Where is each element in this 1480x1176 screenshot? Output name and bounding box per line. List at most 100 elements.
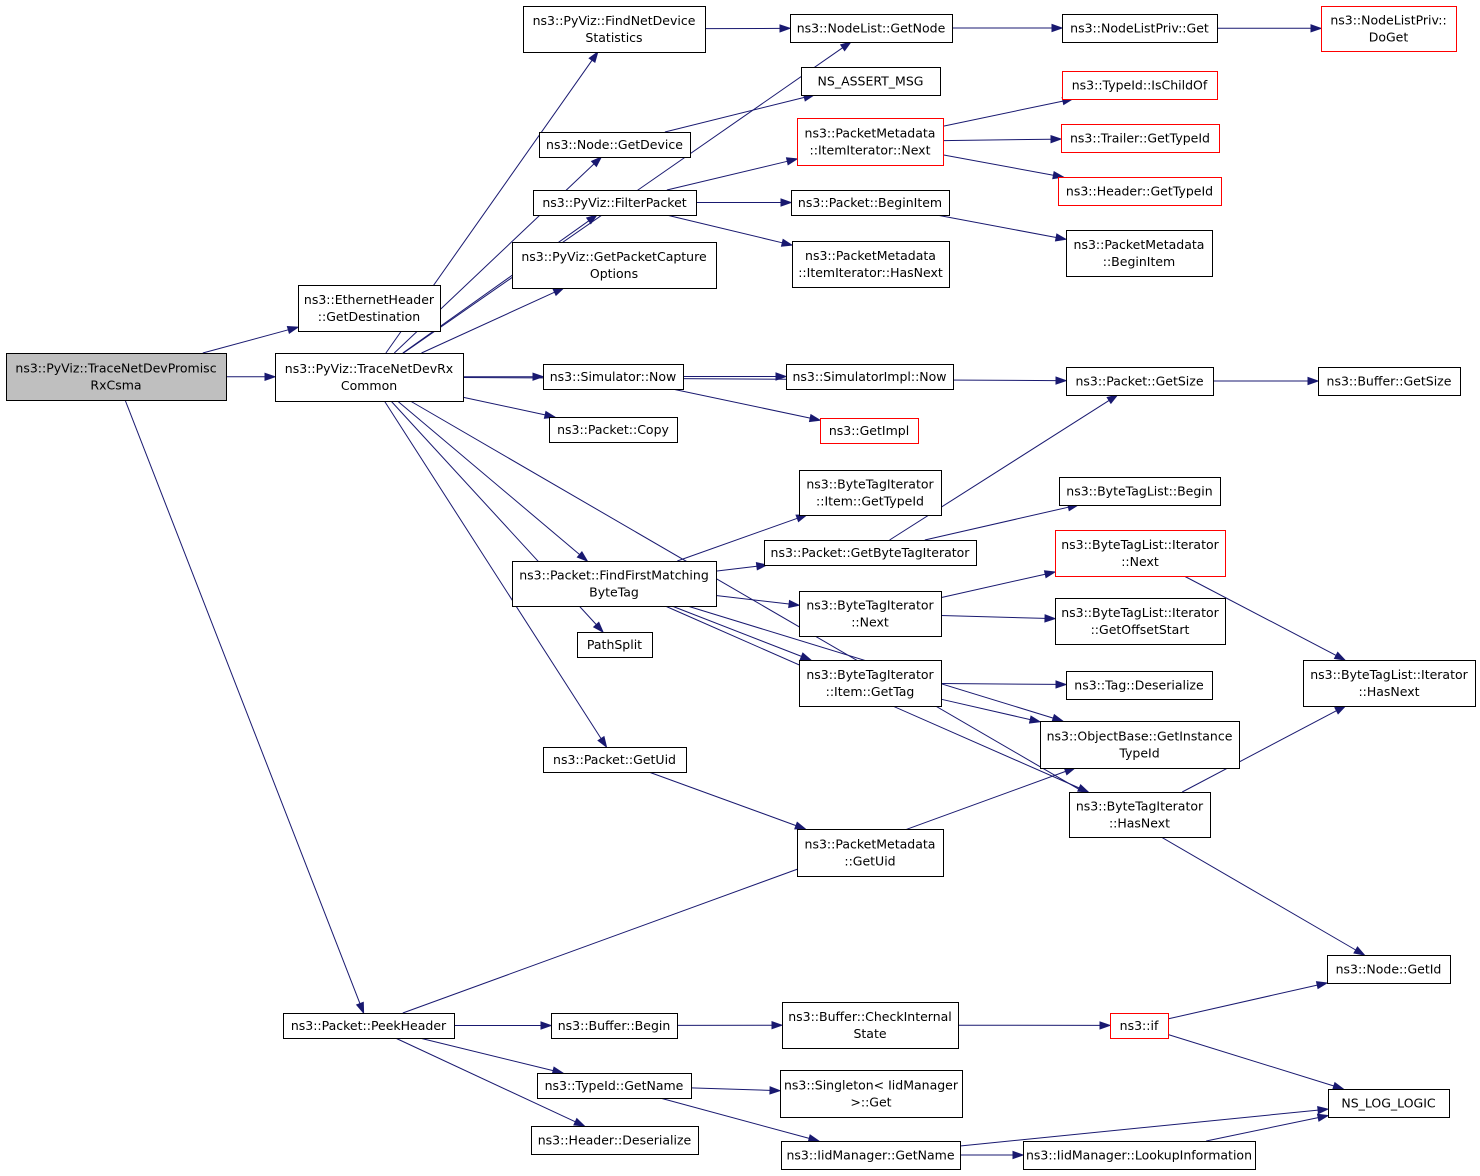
edge-arrowhead bbox=[788, 599, 801, 609]
edge-line bbox=[664, 96, 805, 133]
node-btihasnext[interactable]: ns3::ByteTagIterator::HasNext bbox=[1069, 792, 1211, 838]
node-label: ns3::PyViz::GetPacketCapture bbox=[521, 249, 707, 264]
call-edge-rxcommon-to-pktcopy bbox=[462, 396, 557, 419]
node-bufgetsize[interactable]: ns3::Buffer::GetSize bbox=[1318, 367, 1461, 396]
node-box bbox=[1055, 598, 1226, 645]
node-box bbox=[1058, 177, 1222, 206]
node-pktcopy[interactable]: ns3::Packet::Copy bbox=[549, 417, 678, 443]
node-assertmsg[interactable]: NS_ASSERT_MSG bbox=[801, 67, 941, 96]
edge-arrowhead bbox=[1334, 705, 1347, 715]
node-label: ns3::Packet::Copy bbox=[557, 422, 669, 437]
node-btlbegin[interactable]: ns3::ByteTagList::Begin bbox=[1059, 477, 1221, 506]
edge-line bbox=[677, 517, 798, 562]
edge-line bbox=[942, 100, 1064, 127]
node-getimpl[interactable]: ns3::GetImpl bbox=[820, 418, 919, 444]
node-nslog[interactable]: NS_LOG_LOGIC bbox=[1328, 1089, 1450, 1118]
node-headertypeid[interactable]: ns3::Header::GetTypeId bbox=[1058, 177, 1222, 206]
node-nodelistprivget[interactable]: ns3::NodeListPriv::Get bbox=[1062, 14, 1218, 43]
node-label: State bbox=[853, 1026, 886, 1041]
node-label: ns3::Singleton< IidManager bbox=[784, 1078, 959, 1093]
edge-arrowhead bbox=[1028, 715, 1042, 724]
node-pathsplit[interactable]: PathSplit bbox=[577, 632, 653, 658]
call-graph-nodes: ns3::PyViz::TraceNetDevPromiscRxCsmans3:… bbox=[6, 6, 1476, 1170]
call-edge-rxcommon-to-findfirst bbox=[397, 400, 589, 562]
node-getbytetagit[interactable]: ns3::Packet::GetByteTagIterator bbox=[764, 540, 977, 566]
node-box bbox=[298, 285, 441, 332]
node-singletonget[interactable]: ns3::Singleton< IidManager>::Get bbox=[780, 1070, 963, 1118]
node-itemhasnext[interactable]: ns3::PacketMetadata::ItemIterator::HasNe… bbox=[792, 241, 950, 288]
node-label: ns3::NodeListPriv::Get bbox=[1070, 21, 1209, 36]
node-tagdeser[interactable]: ns3::Tag::Deserialize bbox=[1066, 671, 1213, 700]
node-peekheader[interactable]: ns3::Packet::PeekHeader bbox=[283, 1013, 455, 1039]
node-label: ns3::SimulatorImpl::Now bbox=[792, 369, 946, 384]
node-box bbox=[1328, 1089, 1450, 1118]
node-box bbox=[1303, 660, 1476, 707]
node-btlitoffset[interactable]: ns3::ByteTagList::Iterator::GetOffsetSta… bbox=[1055, 598, 1226, 645]
call-edge-peekheader-to-bufbegin bbox=[454, 1021, 553, 1030]
node-btiitemtypeid[interactable]: ns3::ByteTagIterator::Item::GetTypeId bbox=[799, 470, 942, 516]
node-box bbox=[543, 364, 684, 390]
node-ns3if[interactable]: ns3::if bbox=[1110, 1013, 1169, 1039]
edge-arrowhead bbox=[808, 413, 822, 423]
edge-line bbox=[1206, 1117, 1319, 1142]
node-label: ns3::ByteTagList::Iterator bbox=[1310, 667, 1468, 682]
edge-line bbox=[715, 595, 790, 605]
node-filterpacket[interactable]: ns3::PyViz::FilterPacket bbox=[533, 190, 697, 216]
edge-line bbox=[462, 396, 546, 416]
edge-arrowhead bbox=[1317, 1105, 1330, 1115]
node-nodelistget[interactable]: ns3::NodeList::GetNode bbox=[790, 14, 953, 43]
node-label: Common bbox=[341, 378, 397, 393]
edge-line bbox=[421, 291, 555, 354]
node-simnow[interactable]: ns3::Simulator::Now bbox=[543, 364, 684, 390]
node-box bbox=[1023, 1141, 1256, 1170]
node-box bbox=[786, 364, 954, 390]
node-hdrdeser[interactable]: ns3::Header::Deserialize bbox=[531, 1126, 699, 1155]
node-pktbeginitem[interactable]: ns3::Packet::BeginItem bbox=[791, 190, 950, 216]
node-pmgetuid[interactable]: ns3::PacketMetadata::GetUid bbox=[797, 829, 944, 877]
node-simimplnow[interactable]: ns3::SimulatorImpl::Now bbox=[786, 364, 954, 390]
node-ethdest[interactable]: ns3::EthernetHeader::GetDestination bbox=[298, 285, 441, 332]
node-itemnext[interactable]: ns3::PacketMetadata::ItemIterator::Next bbox=[797, 118, 944, 166]
node-label: ns3::PacketMetadata bbox=[805, 837, 936, 852]
node-label: ns3::ByteTagIterator bbox=[1076, 799, 1204, 814]
node-label: ns3::Tag::Deserialize bbox=[1074, 678, 1204, 693]
node-nodelistprivdoget[interactable]: ns3::NodeListPriv::DoGet bbox=[1321, 6, 1457, 52]
node-nodegetid[interactable]: ns3::Node::GetId bbox=[1327, 955, 1451, 984]
node-pmbeginitem[interactable]: ns3::PacketMetadata::BeginItem bbox=[1066, 230, 1213, 277]
edge-arrowhead bbox=[807, 1134, 821, 1143]
edge-arrowhead bbox=[799, 652, 813, 661]
node-typeidname[interactable]: ns3::TypeId::GetName bbox=[537, 1073, 692, 1099]
node-bufbegin[interactable]: ns3::Buffer::Begin bbox=[551, 1013, 678, 1039]
node-nodeget[interactable]: ns3::Node::GetDevice bbox=[539, 132, 691, 158]
node-label: NS_LOG_LOGIC bbox=[1341, 1096, 1436, 1111]
node-box bbox=[6, 353, 227, 401]
node-btiitemgettag[interactable]: ns3::ByteTagIterator::Item::GetTag bbox=[799, 660, 942, 707]
node-label: ns3::Header::Deserialize bbox=[538, 1133, 692, 1148]
node-box bbox=[799, 660, 942, 707]
call-edge-filterpacket-to-itemnext bbox=[666, 157, 799, 191]
node-btlithasnext[interactable]: ns3::ByteTagList::Iterator::HasNext bbox=[1303, 660, 1476, 707]
node-getuid[interactable]: ns3::Packet::GetUid bbox=[543, 747, 687, 773]
node-lookupinfo[interactable]: ns3::IidManager::LookupInformation bbox=[1023, 1141, 1256, 1170]
node-pktgetsize[interactable]: ns3::Packet::GetSize bbox=[1066, 367, 1214, 396]
node-box bbox=[1062, 71, 1218, 100]
node-label: ns3::Buffer::CheckInternal bbox=[788, 1009, 952, 1024]
edge-line bbox=[889, 399, 1110, 541]
node-iidgetname[interactable]: ns3::IidManager::GetName bbox=[781, 1141, 961, 1170]
node-trailertypeid[interactable]: ns3::Trailer::GetTypeId bbox=[1061, 124, 1220, 153]
node-btinext[interactable]: ns3::ByteTagIterator::Next bbox=[799, 591, 942, 637]
call-edge-peekheader-to-objinsttypeid bbox=[402, 767, 1077, 1014]
call-edge-nodelistget-to-nodelistprivget bbox=[952, 23, 1064, 33]
node-btlitnext[interactable]: ns3::ByteTagList::Iterator::Next bbox=[1055, 530, 1226, 577]
call-edge-findfirst-to-btinext bbox=[715, 595, 801, 609]
node-label: ns3::PacketMetadata bbox=[805, 126, 936, 141]
node-label: DoGet bbox=[1369, 30, 1409, 45]
node-ischildof[interactable]: ns3::TypeId::IsChildOf bbox=[1062, 71, 1218, 100]
call-edge-ns3if-to-nslog bbox=[1167, 1034, 1345, 1090]
